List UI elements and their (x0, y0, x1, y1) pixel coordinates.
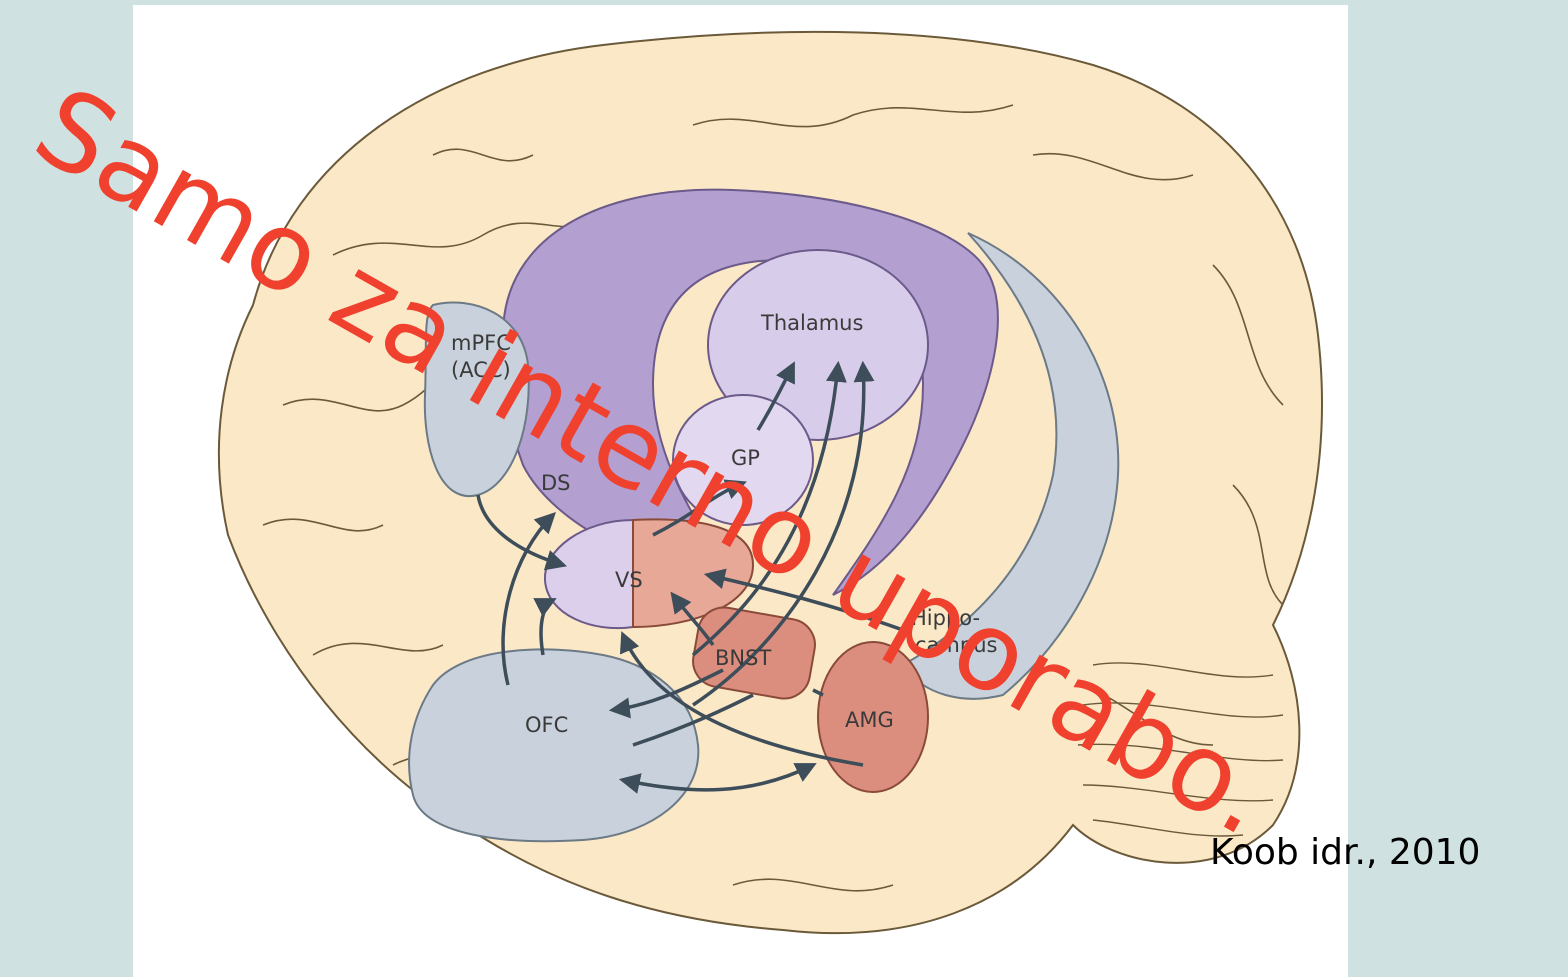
label-thalamus: Thalamus (760, 311, 863, 335)
label-ofc: OFC (525, 713, 568, 737)
label-amg: AMG (845, 708, 894, 732)
label-gp: GP (731, 446, 760, 470)
label-bnst: BNST (715, 646, 771, 670)
citation-text: Koob idr., 2010 (1210, 832, 1480, 873)
brain-diagram: mPFC (ACC) Thalamus DS GP VS BNST Hippo-… (133, 5, 1348, 977)
label-ds: DS (541, 471, 571, 495)
label-vs: VS (615, 568, 643, 592)
label-mpfc-2: (ACC) (451, 358, 511, 382)
brain-circuit-figure: mPFC (ACC) Thalamus DS GP VS BNST Hippo-… (133, 5, 1348, 977)
ofc (409, 649, 698, 841)
label-mpfc-1: mPFC (451, 331, 511, 355)
label-hippocampus-2: campus (915, 633, 997, 657)
label-hippocampus-1: Hippo- (911, 606, 980, 630)
